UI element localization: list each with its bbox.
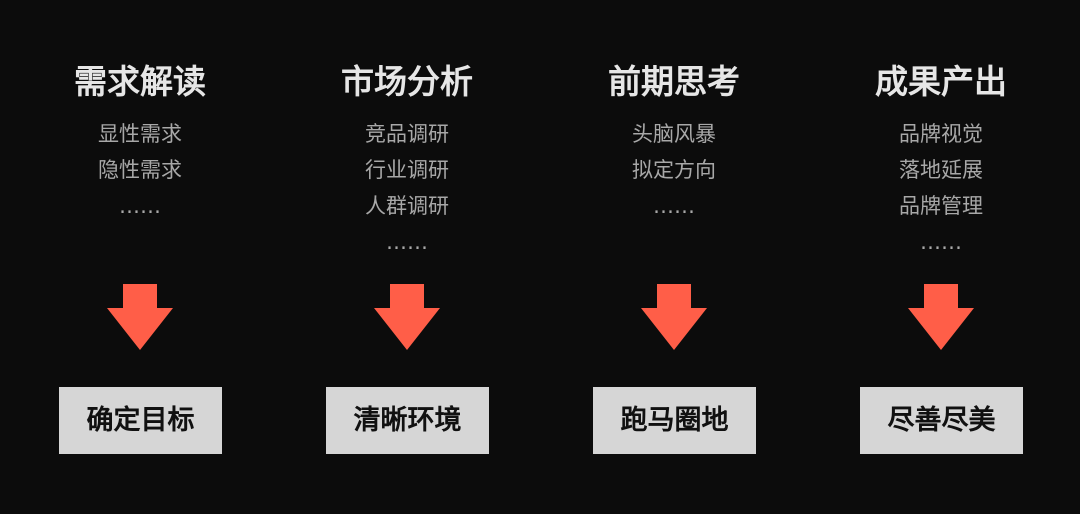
stage-items: 竞品调研行业调研人群调研 …… bbox=[287, 116, 527, 260]
stage-items: 显性需求隐性需求 …… bbox=[20, 116, 260, 224]
stage-item: 拟定方向 bbox=[632, 158, 716, 182]
stage-title: 前期思考 bbox=[608, 62, 740, 101]
stage-result: 跑马圈地 bbox=[593, 387, 756, 454]
stage-item: …… bbox=[920, 230, 962, 254]
down-arrow-icon bbox=[107, 284, 173, 350]
stage-result: 确定目标 bbox=[59, 387, 222, 454]
stage-column: 需求解读显性需求隐性需求 …… 确定目标 bbox=[20, 0, 260, 514]
stage-result: 清晰环境 bbox=[326, 387, 489, 454]
stage-items: 头脑风暴拟定方向 …… bbox=[554, 116, 794, 224]
down-arrow-icon bbox=[908, 284, 974, 350]
stage-item: 显性需求 bbox=[98, 122, 182, 146]
down-arrow-icon bbox=[641, 284, 707, 350]
stage-column: 成果产出品牌视觉落地延展品牌管理 …… 尽善尽美 bbox=[821, 0, 1061, 514]
stage-item: 品牌管理 bbox=[899, 194, 983, 218]
stage-title: 市场分析 bbox=[341, 62, 473, 101]
stage-item: …… bbox=[386, 230, 428, 254]
stage-items: 品牌视觉落地延展品牌管理 …… bbox=[821, 116, 1061, 260]
stage-column: 前期思考头脑风暴拟定方向 …… 跑马圈地 bbox=[554, 0, 794, 514]
stage-item: 人群调研 bbox=[365, 194, 449, 218]
stage-result: 尽善尽美 bbox=[860, 387, 1023, 454]
stage-item: 竞品调研 bbox=[365, 122, 449, 146]
stage-item: 行业调研 bbox=[365, 158, 449, 182]
stage-item: 隐性需求 bbox=[98, 158, 182, 182]
stage-item: 品牌视觉 bbox=[899, 122, 983, 146]
down-arrow-icon bbox=[374, 284, 440, 350]
stage-column: 市场分析竞品调研行业调研人群调研 …… 清晰环境 bbox=[287, 0, 527, 514]
stage-item: 落地延展 bbox=[899, 158, 983, 182]
stage-item: 头脑风暴 bbox=[632, 122, 716, 146]
stage-item: …… bbox=[119, 194, 161, 218]
stage-item: …… bbox=[653, 194, 695, 218]
stage-title: 成果产出 bbox=[875, 62, 1007, 101]
stage-title: 需求解读 bbox=[74, 62, 206, 101]
